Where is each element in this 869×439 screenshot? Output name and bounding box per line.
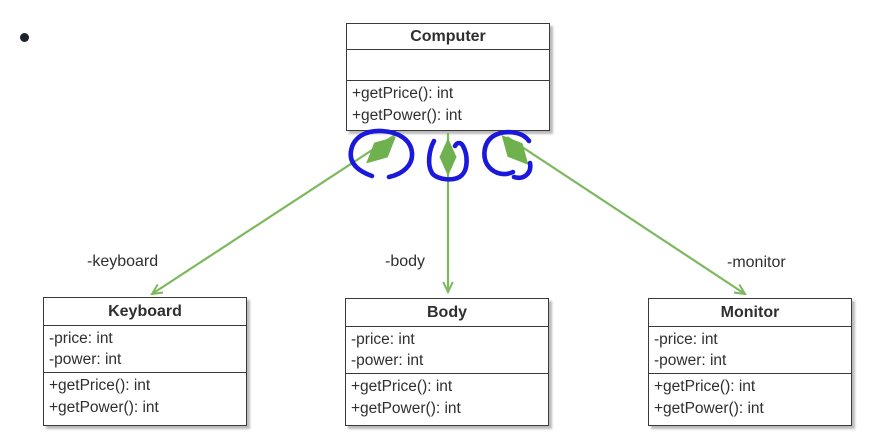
method-line: +getPrice(): int	[654, 378, 756, 395]
composition-diamond-body	[439, 138, 457, 176]
attribute-line: -price: int	[351, 331, 415, 348]
class-attributes-computer-empty	[347, 50, 549, 81]
attribute-line: -power: int	[351, 352, 424, 369]
class-methods-monitor: +getPrice(): int +getPower(): int	[649, 374, 851, 425]
attribute-line: -price: int	[49, 330, 113, 347]
method-line: +getPrice(): int	[49, 377, 151, 394]
method-line: +getPower(): int	[49, 399, 159, 416]
attribute-line: -power: int	[654, 352, 727, 369]
class-attributes-monitor: -price: int -power: int	[649, 327, 851, 374]
role-label-body: -body	[385, 253, 426, 270]
class-title-computer: Computer	[347, 24, 549, 50]
class-methods-computer: +getPrice(): int +getPower(): int	[347, 81, 549, 130]
class-box-monitor: Monitor -price: int -power: int +getPric…	[648, 298, 852, 426]
class-attributes-body: -price: int -power: int	[346, 327, 548, 374]
method-line: +getPower(): int	[352, 107, 462, 124]
class-methods-body: +getPrice(): int +getPower(): int	[346, 374, 548, 425]
method-line: +getPower(): int	[654, 400, 764, 417]
method-line: +getPrice(): int	[351, 378, 453, 395]
pen-circle-body-diamond	[426, 138, 469, 182]
class-box-computer: Computer +getPrice(): int +getPower(): i…	[346, 23, 550, 131]
list-bullet-icon	[20, 33, 29, 42]
class-methods-keyboard: +getPrice(): int +getPower(): int	[44, 373, 246, 425]
method-line: +getPower(): int	[351, 400, 461, 417]
attribute-line: -power: int	[49, 351, 122, 368]
class-title-keyboard: Keyboard	[44, 298, 246, 326]
role-label-monitor: -monitor	[727, 254, 786, 271]
pen-circle-monitor-diamond	[482, 129, 533, 181]
composition-line-monitor	[506, 136, 745, 294]
role-label-keyboard: -keyboard	[87, 253, 159, 270]
attribute-line: -price: int	[654, 331, 718, 348]
composition-line-keyboard	[152, 134, 396, 294]
class-title-monitor: Monitor	[649, 299, 851, 327]
pen-circle-keyboard-diamond	[348, 128, 415, 180]
composition-diamond-monitor	[501, 135, 529, 165]
class-box-keyboard: Keyboard -price: int -power: int +getPri…	[43, 297, 247, 426]
composition-diamond-keyboard	[366, 136, 396, 164]
class-box-body: Body -price: int -power: int +getPrice()…	[345, 298, 549, 426]
method-line: +getPrice(): int	[352, 85, 454, 102]
class-attributes-keyboard: -price: int -power: int	[44, 326, 246, 373]
class-title-body: Body	[346, 299, 548, 327]
